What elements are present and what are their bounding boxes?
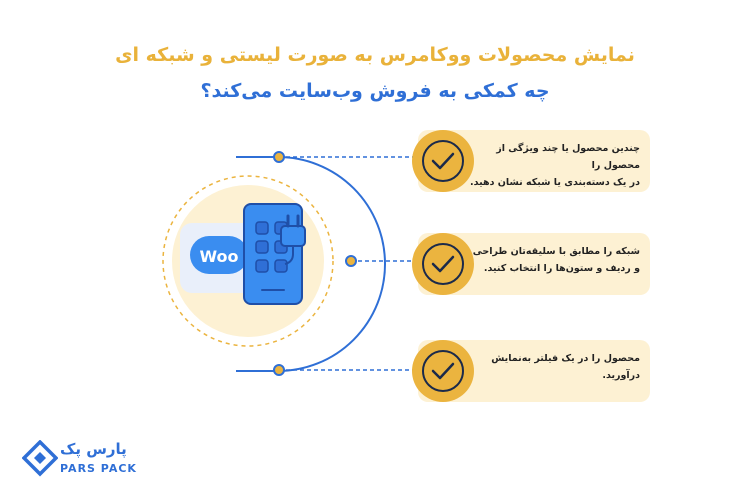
card-1-line2: در یک دسته‌بندی یا شبکه نشان دهید. [470, 177, 640, 188]
node-2 [345, 255, 357, 267]
page-title-line1: نمایش محصولات ووکامرس به صورت لیستی و شب… [115, 44, 635, 66]
svg-text:Woo: Woo [199, 247, 238, 266]
check-icon [412, 130, 474, 192]
card-2-line1: شبکه را مطابق با سلیقه‌تان طراحی [472, 246, 640, 257]
node-3 [273, 364, 285, 376]
card-2-line2: و ردیف و ستون‌ها را انتخاب کنید. [483, 263, 640, 274]
check-icon [412, 340, 474, 402]
phone-plug-icon [243, 203, 306, 305]
pars-pack-logo-icon [22, 440, 58, 477]
page-title-line2: چه کمکی به فروش وب‌سایت می‌کند؟ [200, 80, 550, 102]
woocommerce-icon: Woo [180, 223, 258, 293]
outer-arc [236, 156, 386, 372]
card-3-line2: درآورید. [602, 370, 640, 381]
dashed-ring [162, 175, 334, 347]
brand-name-en: PARS PACK [60, 462, 137, 475]
card-3-line1: محصول را در یک فیلتر به‌نمایش [491, 353, 640, 364]
node-1 [273, 151, 285, 163]
brand-name-fa: پارس پک [60, 440, 127, 458]
card-1-line1: چندین محصول یا چند ویژگی از محصول را [496, 143, 640, 171]
check-icon [412, 233, 474, 295]
